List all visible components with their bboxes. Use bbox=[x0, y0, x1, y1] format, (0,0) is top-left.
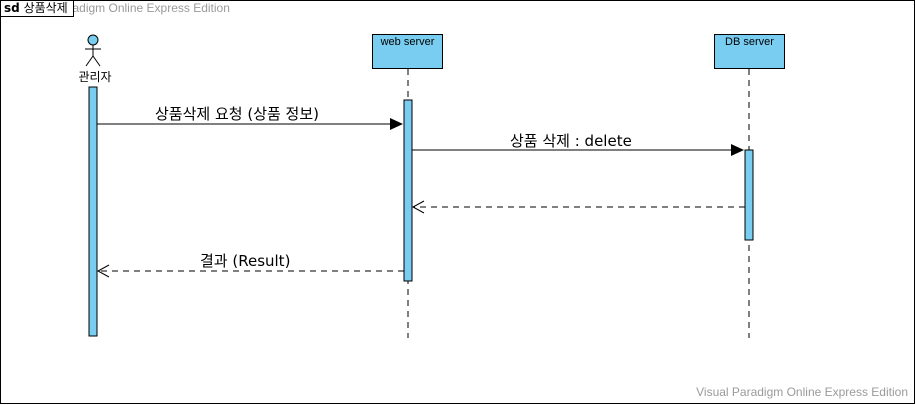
message-4-label: 결과 (Result) bbox=[200, 252, 291, 270]
lifeline-db-server: DB server bbox=[714, 34, 785, 69]
message-2-arrow bbox=[412, 144, 744, 156]
frame-tag: sd 상품삭제 bbox=[1, 1, 74, 17]
lifeline-web-server: web server bbox=[372, 34, 443, 69]
actor-activation-bar bbox=[88, 86, 98, 337]
message-3-return-arrow bbox=[411, 200, 745, 214]
web-server-activation-bar bbox=[403, 99, 413, 282]
frame-keyword: sd bbox=[4, 1, 20, 15]
frame-name: 상품삭제 bbox=[23, 1, 68, 15]
message-2-label: 상품 삭제 : delete bbox=[510, 132, 632, 150]
actor-icon bbox=[85, 34, 101, 67]
message-1-arrow bbox=[97, 118, 403, 130]
message-1-label: 상품삭제 요청 (상품 정보) bbox=[155, 105, 320, 123]
watermark-bottom: Visual Paradigm Online Express Edition bbox=[696, 385, 908, 399]
db-server-activation-bar bbox=[744, 149, 754, 241]
message-4-return-arrow bbox=[96, 264, 404, 278]
actor-label: 관리자 bbox=[78, 70, 112, 84]
